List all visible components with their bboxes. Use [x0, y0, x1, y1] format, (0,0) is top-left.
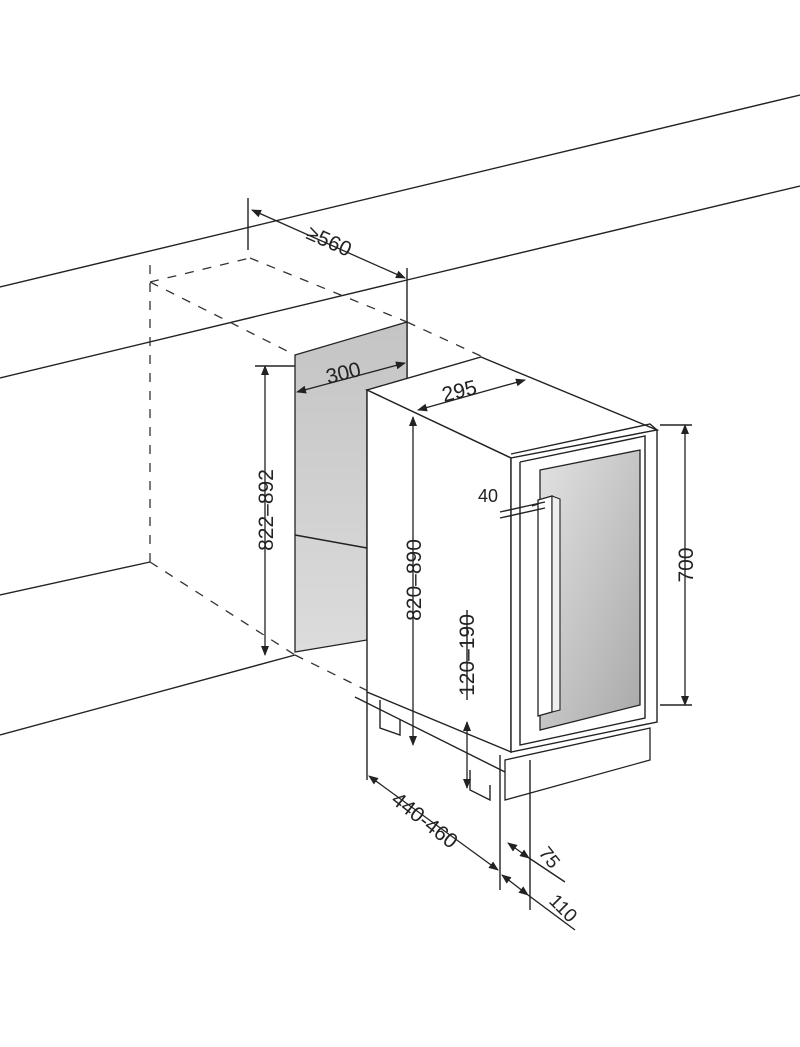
plinth-height-label: 120–190: [456, 614, 479, 696]
niche-outline: [149, 257, 484, 693]
door-offset-label: 75: [534, 843, 564, 873]
dimension-lines: [251, 209, 692, 931]
cooler-plinth: [504, 727, 651, 801]
door-height-label: 700: [675, 547, 698, 582]
front-offset-label: 110: [544, 891, 580, 927]
cabinet-base: [0, 561, 296, 736]
niche-height-label: 822–892: [255, 469, 278, 551]
niche-depth-label: ≥560: [303, 222, 355, 262]
wine-cooler: [354, 356, 660, 910]
handle-depth-label: 40: [478, 486, 498, 506]
appliance-depth-label: 440-460: [387, 788, 462, 854]
appliance-height-label: 820–890: [403, 539, 426, 621]
door-handle: [531, 495, 561, 717]
